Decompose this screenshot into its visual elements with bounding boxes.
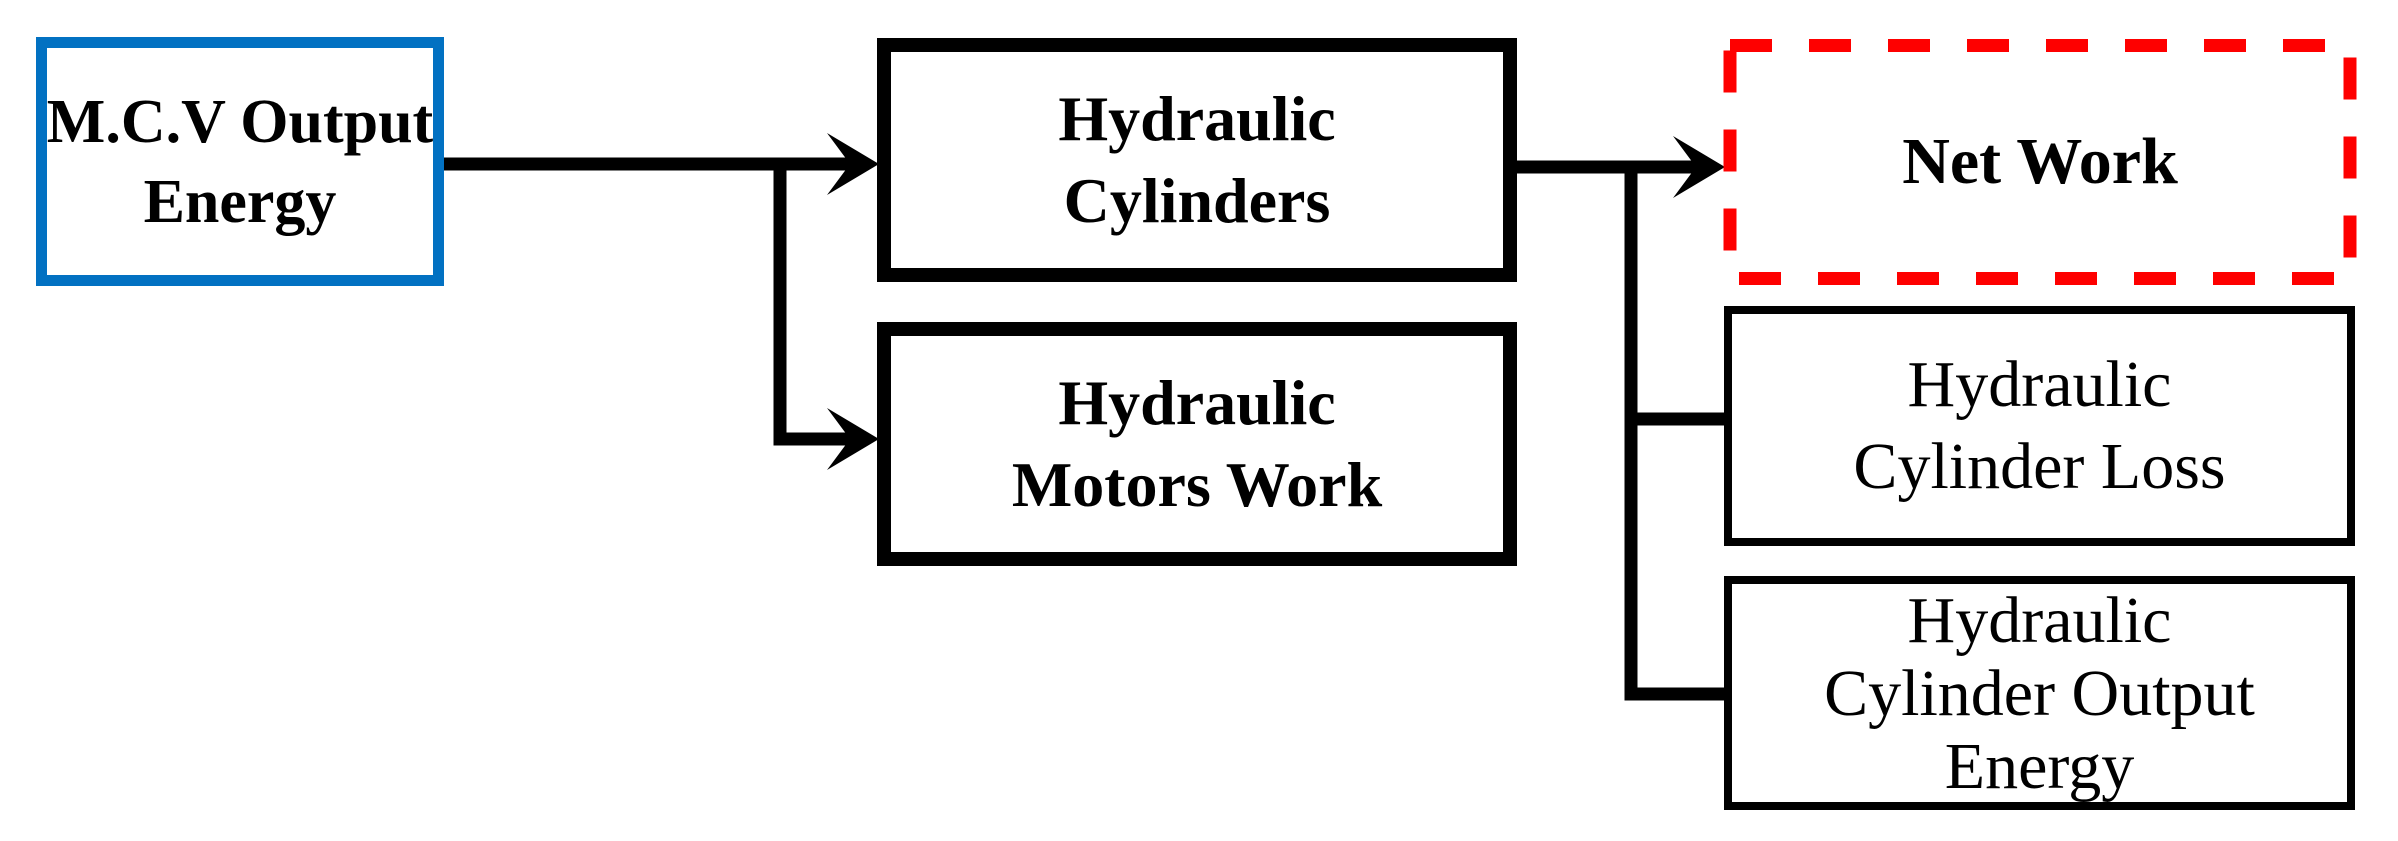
arrowhead-motors-icon [827,408,879,470]
node-label-line: Hydraulic [1907,583,2172,657]
node-label-line: Cylinder Loss [1853,430,2226,503]
arrowhead-network-icon [1673,136,1725,198]
node-net-work: Net Work [1723,39,2357,285]
node-label-line: Hydraulic [1058,367,1336,438]
node-label-line: Hydraulic [1907,348,2172,421]
edge-mcv-to-motors [773,157,852,446]
node-label-line: M.C.V Output [46,87,434,156]
node-label-line: Net Work [1902,125,2178,198]
node-hydraulic-cylinder-loss: Hydraulic Cylinder Loss [1724,306,2355,546]
node-label-line: Hydraulic [1058,83,1336,154]
node-hydraulic-motors-work: Hydraulic Motors Work [877,322,1517,566]
node-hydraulic-cylinder-output-energy: Hydraulic Cylinder Output Energy [1724,576,2355,810]
node-hydraulic-cylinders: Hydraulic Cylinders [877,38,1517,282]
node-label-line: Energy [143,167,337,236]
arrowhead-cylinders-icon [827,133,879,195]
node-label-line: Cylinders [1063,165,1331,236]
node-mcv-output-energy: M.C.V Output Energy [36,37,444,286]
network-dashed-border [1723,39,2357,285]
node-label-line: Energy [1944,729,2135,803]
node-label-line: Motors Work [1011,449,1383,520]
node-label-line: Cylinder Output [1824,656,2255,730]
